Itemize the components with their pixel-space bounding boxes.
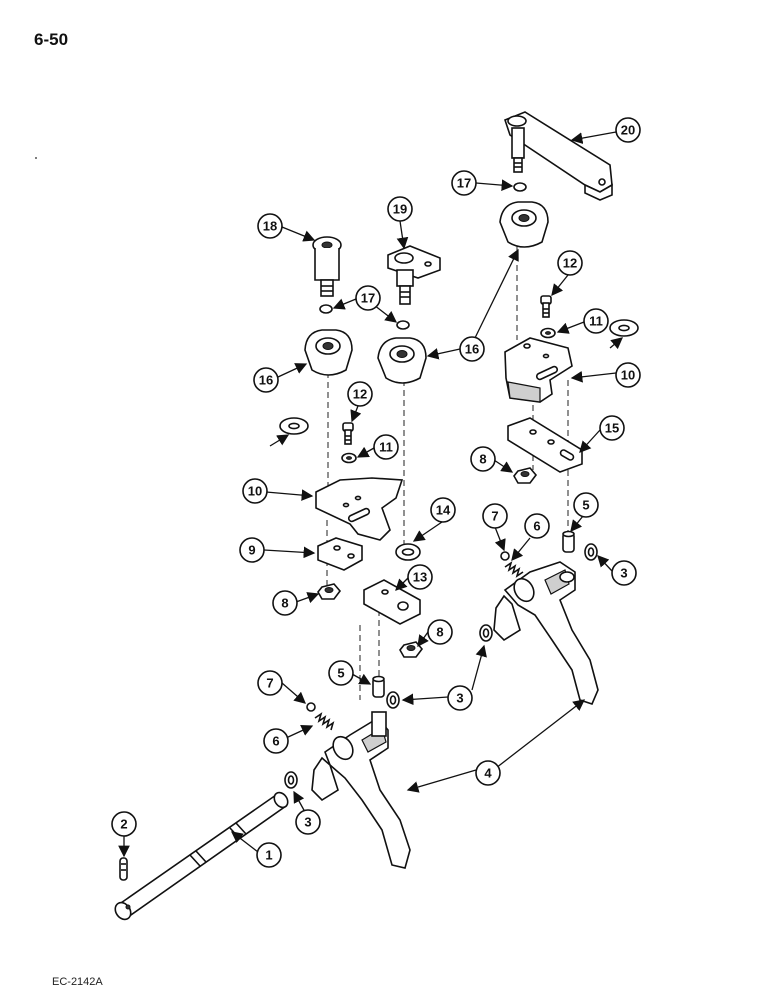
svg-text:6: 6 — [533, 519, 540, 534]
pivot-arm-19 — [387, 245, 441, 305]
callout-17-a: 17 — [355, 285, 381, 311]
svg-text:14: 14 — [436, 503, 451, 518]
callout-16-a: 16 — [253, 367, 279, 393]
callout-15: 15 — [599, 415, 625, 441]
callout-1: 1 — [256, 842, 282, 868]
callout-3-b: 3 — [447, 685, 473, 711]
svg-text:16: 16 — [465, 342, 479, 357]
callout-18: 18 — [257, 213, 283, 239]
bolts — [342, 295, 552, 445]
shift-fork-upper — [493, 561, 599, 705]
svg-text:11: 11 — [379, 440, 393, 455]
figure-code: EC-2142A — [52, 976, 103, 988]
callout-17-b: 17 — [451, 170, 477, 196]
svg-text:17: 17 — [457, 176, 471, 191]
bushing-flanges — [304, 201, 549, 384]
svg-text:18: 18 — [263, 219, 277, 234]
svg-text:5: 5 — [337, 666, 344, 681]
callout-3-c: 3 — [611, 560, 637, 586]
svg-text:6: 6 — [272, 734, 279, 749]
svg-text:3: 3 — [620, 566, 627, 581]
svg-text:12: 12 — [563, 256, 577, 271]
svg-text:4: 4 — [484, 766, 492, 781]
svg-text:8: 8 — [436, 625, 443, 640]
callout-4: 4 — [475, 760, 501, 786]
callout-14: 14 — [430, 497, 456, 523]
svg-text:20: 20 — [621, 123, 635, 138]
svg-text:7: 7 — [491, 509, 498, 524]
callout-8-c: 8 — [470, 446, 496, 472]
callout-11-b: 11 — [583, 308, 609, 334]
snap-rings — [284, 543, 598, 789]
svg-text:17: 17 — [361, 291, 375, 306]
callout-11-a: 11 — [373, 434, 399, 460]
dowels — [372, 530, 575, 698]
roll-pin — [119, 857, 128, 881]
svg-text:10: 10 — [621, 368, 635, 383]
svg-text:3: 3 — [304, 815, 311, 830]
lever-20 — [504, 111, 613, 201]
leader-lines — [118, 131, 623, 858]
lock-washers — [341, 327, 556, 464]
shift-fork-lower — [311, 711, 411, 869]
plate-13 — [363, 579, 421, 625]
nuts — [317, 467, 538, 658]
callout-10-a: 10 — [242, 478, 268, 504]
washers-10 — [279, 319, 639, 435]
svg-text:3: 3 — [456, 691, 463, 706]
callout-2: 2 — [111, 811, 137, 837]
detent-springs-and-balls — [306, 551, 524, 731]
bracket-upper — [504, 337, 573, 403]
shift-rail — [114, 791, 289, 921]
plate-15 — [507, 417, 583, 473]
callout-8-a: 8 — [272, 590, 298, 616]
callout-6-b: 6 — [524, 513, 550, 539]
svg-text:11: 11 — [589, 314, 603, 329]
svg-text:10: 10 — [248, 484, 262, 499]
callout-10-b: 10 — [615, 362, 641, 388]
svg-text:13: 13 — [413, 570, 427, 585]
svg-text:8: 8 — [281, 596, 288, 611]
plate-9 — [317, 537, 363, 571]
callout-3-a: 3 — [295, 809, 321, 835]
callout-16-b: 16 — [459, 336, 485, 362]
svg-text:15: 15 — [605, 421, 619, 436]
svg-text:1: 1 — [265, 848, 272, 863]
callout-7-b: 7 — [482, 503, 508, 529]
bracket-lower — [315, 477, 404, 541]
svg-text:16: 16 — [259, 373, 273, 388]
o-rings — [319, 182, 527, 330]
callout-13: 13 — [407, 564, 433, 590]
svg-text:7: 7 — [266, 676, 273, 691]
callout-19: 19 — [387, 196, 413, 222]
svg-text:9: 9 — [248, 543, 255, 558]
callout-5-b: 5 — [573, 492, 599, 518]
svg-text:8: 8 — [479, 452, 486, 467]
callout-9: 9 — [239, 537, 265, 563]
pivot-pin-18 — [312, 236, 342, 297]
callout-5-a: 5 — [328, 660, 354, 686]
callout-20: 20 — [615, 117, 641, 143]
callout-12-a: 12 — [347, 381, 373, 407]
svg-text:2: 2 — [120, 817, 127, 832]
svg-text:12: 12 — [353, 387, 367, 402]
ring-14 — [395, 543, 421, 561]
callout-12-b: 12 — [557, 250, 583, 276]
callout-8-b: 8 — [427, 619, 453, 645]
svg-text:19: 19 — [393, 202, 407, 217]
callout-7-a: 7 — [257, 670, 283, 696]
svg-text:5: 5 — [582, 498, 589, 513]
page-number: 6-50 — [34, 30, 69, 49]
callout-6-a: 6 — [263, 728, 289, 754]
